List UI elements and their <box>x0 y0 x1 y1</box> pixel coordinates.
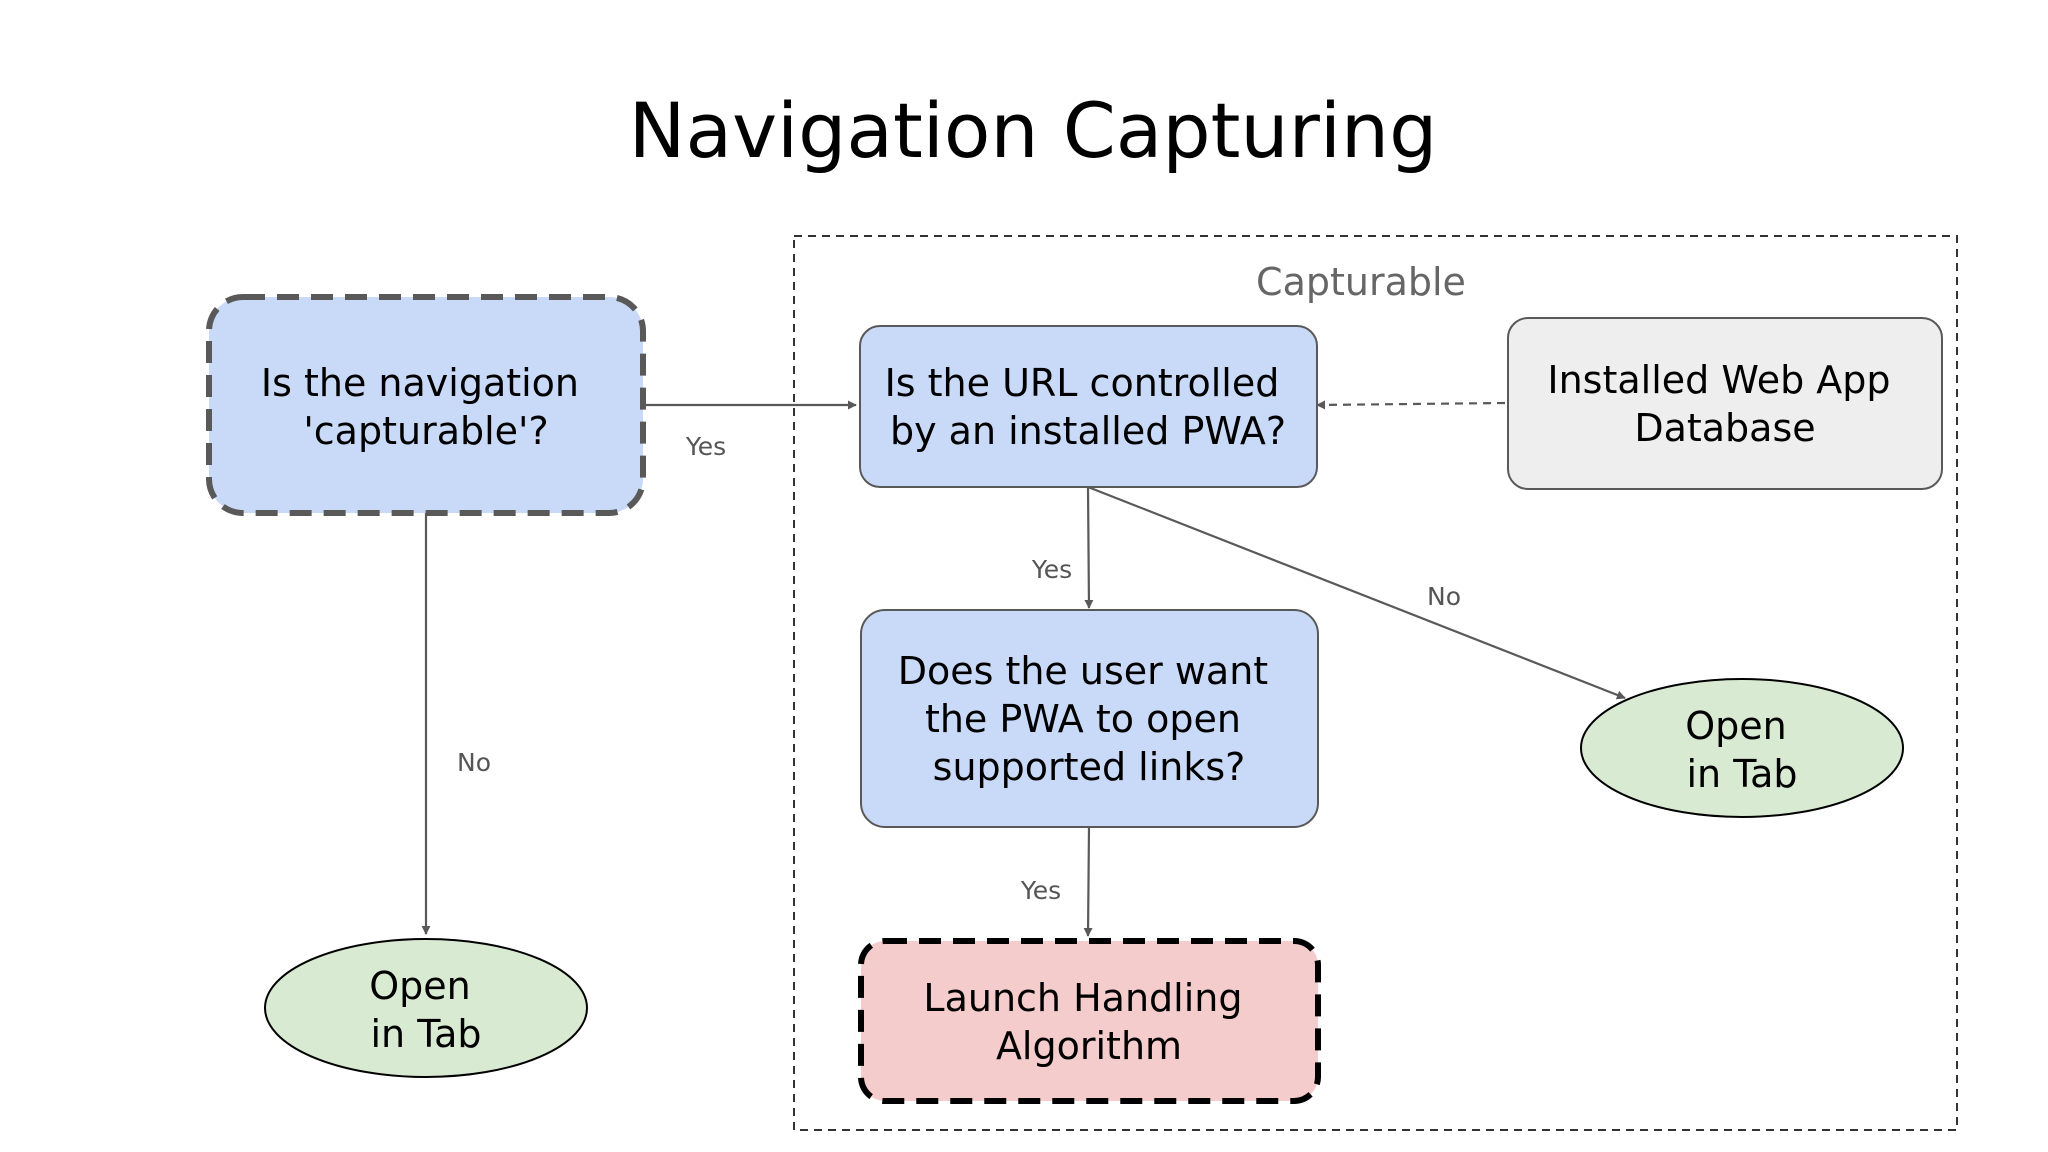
edge-preference-to-launch <box>1083 826 1093 937</box>
capturable-group-label: Capturable <box>1256 260 1466 304</box>
edge-database-to-url <box>1316 400 1506 410</box>
node-capturable-check: Is the navigation 'capturable'? <box>206 294 646 516</box>
node-user-preference-line-2: the PWA to open <box>925 697 1241 741</box>
node-open-tab-left-label: Open in Tab <box>369 964 483 1056</box>
node-user-preference-line-3: supported links? <box>933 745 1246 789</box>
edge-url-to-open-tab <box>1087 485 1626 700</box>
capturable-group-boundary <box>793 235 1958 1131</box>
node-open-tab-right-line-1: Open <box>1685 704 1787 748</box>
node-web-app-database-label: Installed Web App Database <box>1547 358 1902 450</box>
node-user-preference-label: Does the user want the PWA to open suppo… <box>898 649 1281 789</box>
node-open-tab-right: Open in Tab <box>1580 678 1904 818</box>
node-launch-handling-label: Launch Handling Algorithm <box>923 976 1254 1068</box>
node-capturable-check-line-2: 'capturable'? <box>303 409 548 453</box>
node-url-controlled: Is the URL controlled by an installed PW… <box>859 325 1318 488</box>
node-capturable-check-label: Is the navigation 'capturable'? <box>261 361 591 453</box>
node-launch-handling-line-1: Launch Handling <box>923 976 1242 1020</box>
node-url-controlled-line-1: Is the URL controlled <box>885 361 1280 405</box>
node-web-app-database: Installed Web App Database <box>1507 317 1943 490</box>
node-open-tab-right-line-2: in Tab <box>1686 752 1797 796</box>
node-web-app-database-line-2: Database <box>1634 406 1815 450</box>
node-user-preference: Does the user want the PWA to open suppo… <box>860 609 1319 828</box>
node-launch-handling: Launch Handling Algorithm <box>858 938 1321 1104</box>
node-launch-handling-line-2: Algorithm <box>996 1024 1182 1068</box>
node-user-preference-line-1: Does the user want <box>898 649 1269 693</box>
node-web-app-database-line-1: Installed Web App <box>1547 358 1890 402</box>
node-url-controlled-line-2: by an installed PWA? <box>890 409 1286 453</box>
edge-label-capturable-yes: Yes <box>685 432 726 461</box>
edge-label-capturable-no: No <box>457 748 491 777</box>
node-open-tab-left-line-2: in Tab <box>370 1012 481 1056</box>
diagram-title: Navigation Capturing <box>629 86 1438 175</box>
edge-label-preference-yes: Yes <box>1020 876 1061 905</box>
node-open-tab-left-line-1: Open <box>369 964 471 1008</box>
node-url-controlled-label: Is the URL controlled by an installed PW… <box>885 361 1292 453</box>
edge-label-url-no: No <box>1427 582 1461 611</box>
edge-label-url-yes: Yes <box>1031 555 1072 584</box>
node-capturable-check-line-1: Is the navigation <box>261 361 579 405</box>
node-open-tab-right-label: Open in Tab <box>1685 704 1799 796</box>
edge-url-to-preference <box>1084 486 1094 609</box>
node-open-tab-left: Open in Tab <box>264 938 588 1078</box>
